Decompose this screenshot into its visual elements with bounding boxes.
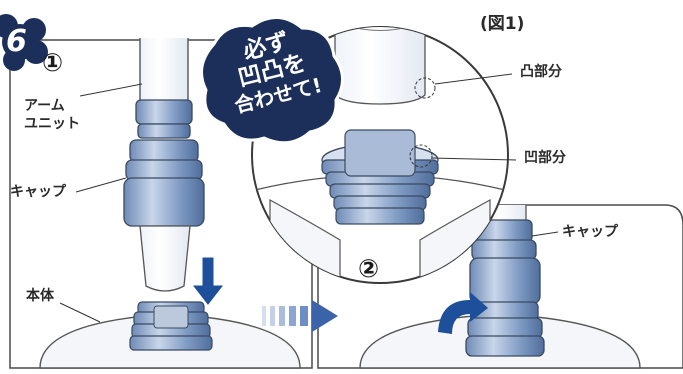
cap-part <box>123 139 205 227</box>
down-arrow-icon <box>192 257 224 305</box>
convex-marker <box>414 77 436 99</box>
step-badge <box>0 14 48 71</box>
concave-marker <box>409 144 433 168</box>
figure-caption: (図1) <box>480 14 525 34</box>
step-marker-2: ② <box>358 254 380 283</box>
label-convex: 凸部分 <box>520 64 562 80</box>
step-number: 6 <box>6 24 27 59</box>
label-cap-2: キャップ <box>562 224 618 240</box>
cap-assembled <box>465 219 545 357</box>
rotate-arrow-icon <box>438 292 488 334</box>
arm-unit <box>135 99 193 139</box>
body-neck <box>129 301 213 351</box>
transition-arrow-icon <box>262 300 338 332</box>
step-marker-1: ① <box>42 48 64 77</box>
label-body: 本体 <box>26 288 54 304</box>
callout-badge <box>200 16 344 145</box>
label-cap: キャップ <box>10 184 66 200</box>
label-concave: 凹部分 <box>524 150 566 166</box>
label-arm-unit: アーム ユニット <box>24 98 80 132</box>
